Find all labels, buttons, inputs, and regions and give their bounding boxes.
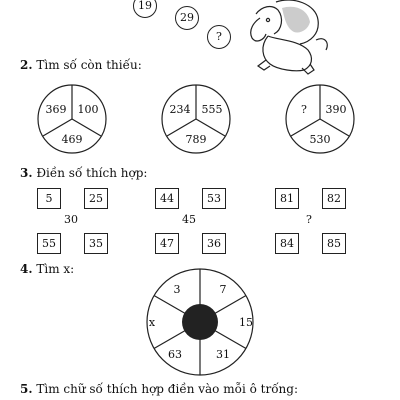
grid-3-center: ? — [306, 213, 312, 226]
section-3-number: 3. — [20, 166, 33, 180]
grid-1-bottom-left: 55 — [37, 233, 61, 254]
section-5-heading: 5. Tìm chữ số thích hợp điền vào mỗi ô t… — [20, 382, 298, 396]
wheel-top-left: 3 — [174, 283, 181, 296]
wheel-left: x — [149, 316, 156, 329]
circle-1-right: 100 — [78, 103, 99, 116]
sequence-bubble-1: 19 — [133, 0, 157, 18]
circle-2-bottom: 789 — [186, 133, 207, 146]
grid-3-bottom-left: 84 — [275, 233, 299, 254]
section-3-heading: 3. Điền số thích hợp: — [20, 166, 147, 180]
split-circle-1 — [37, 84, 107, 154]
grid-2-bottom-left: 47 — [155, 233, 179, 254]
number-wheel: 3 7 15 31 63 x — [146, 268, 254, 376]
circle-3-bottom: 530 — [310, 133, 331, 146]
wheel-right: 15 — [239, 316, 253, 329]
grid-3-bottom-right: 85 — [322, 233, 346, 254]
section-2-title: Tìm số còn thiếu: — [36, 58, 142, 72]
grid-1-center: 30 — [64, 213, 78, 226]
wheel-bottom-right: 31 — [216, 348, 230, 361]
sequence-bubble-3: ? — [207, 25, 231, 49]
grid-1-top-left: 5 — [37, 188, 61, 209]
section-2-number: 2. — [20, 58, 33, 72]
grid-2-bottom-right: 36 — [202, 233, 226, 254]
circle-2-left: 234 — [170, 103, 191, 116]
section-4-number: 4. — [20, 262, 33, 276]
section-5-number: 5. — [20, 382, 33, 396]
grid-3-top-right: 82 — [322, 188, 346, 209]
section-5-title: Tìm chữ số thích hợp điền vào mỗi ô trốn… — [36, 382, 298, 396]
grid-2-top-left: 44 — [155, 188, 179, 209]
circle-1-bottom: 469 — [62, 133, 83, 146]
section-4-title: Tìm x: — [36, 262, 75, 276]
circle-3-left: ? — [301, 103, 307, 116]
circle-3-right: 390 — [326, 103, 347, 116]
circle-1-left: 369 — [46, 103, 67, 116]
section-3-title: Điền số thích hợp: — [36, 166, 148, 180]
grid-1-top-right: 25 — [84, 188, 108, 209]
split-circle-2 — [161, 84, 231, 154]
section-2-circles: 369 100 469 234 555 789 ? 390 530 — [37, 84, 355, 154]
section-4-heading: 4. Tìm x: — [20, 262, 74, 276]
wheel-bottom-left: 63 — [168, 348, 182, 361]
grid-3-top-left: 81 — [275, 188, 299, 209]
section-2-heading: 2. Tìm số còn thiếu: — [20, 58, 142, 72]
sequence-bubble-2: 29 — [175, 6, 199, 30]
elephant-illustration — [250, 0, 328, 75]
split-circle-3 — [285, 84, 355, 154]
circle-2-right: 555 — [202, 103, 223, 116]
grid-2-top-right: 53 — [202, 188, 226, 209]
wheel-center-hub — [182, 304, 218, 340]
grid-2-center: 45 — [182, 213, 196, 226]
grid-1-bottom-right: 35 — [84, 233, 108, 254]
wheel-top-right: 7 — [220, 283, 227, 296]
